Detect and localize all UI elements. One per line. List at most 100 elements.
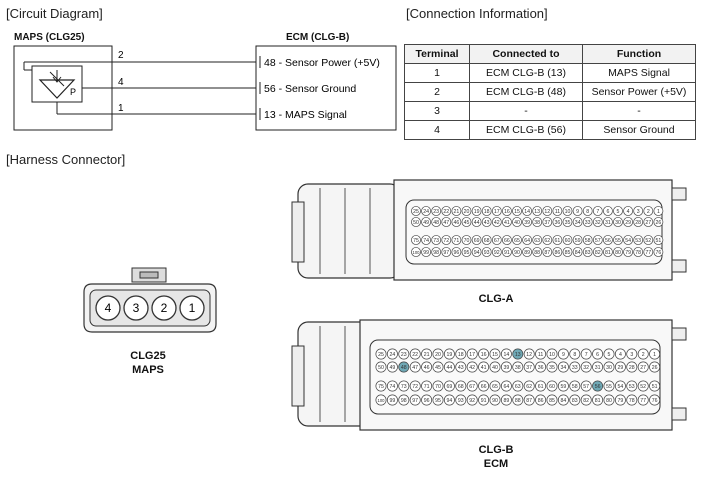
clg-a-pin-3	[633, 206, 644, 216]
clg-b-pin-label: 24	[390, 352, 396, 358]
maps-pin-4	[95, 295, 121, 321]
clg-b-pin-label: 51	[652, 384, 658, 390]
clg-a-pin-label: 20	[464, 209, 470, 215]
clg-a-pin-label: 31	[605, 220, 611, 226]
clg-a-pin-label: 15	[514, 209, 520, 215]
clg-b-pin-label: 63	[515, 384, 521, 390]
clg-b-pin-label: 20	[435, 352, 441, 358]
clg-b-pin-64	[500, 380, 512, 392]
clg-a-pin-label: 21	[454, 209, 460, 215]
clg-a-pin-99	[421, 247, 431, 257]
clg-b-pin-75	[375, 380, 387, 392]
clg-b-pin-67	[466, 380, 478, 392]
clg-b-pin-57	[580, 380, 592, 392]
clg-b-pin-72	[409, 380, 421, 392]
clg-a-pin-86	[552, 247, 563, 257]
clg-b-pin-45	[432, 361, 444, 373]
clg-b-pin-label: 32	[583, 365, 589, 371]
clg-a-pin-17	[491, 206, 502, 216]
clg-a-pin-label: 58	[585, 238, 591, 244]
clg-b-pin-label: 82	[583, 398, 589, 404]
clg-a-pin-label: 34	[575, 220, 581, 226]
clg-a-pin-label: 16	[504, 209, 510, 215]
clg-a-pin-12	[542, 206, 553, 216]
clg-a-pin-2	[643, 206, 654, 216]
clg-b-pin-9	[557, 348, 569, 360]
clg-b-pin-97	[409, 394, 421, 406]
clg-b-pin-20	[432, 348, 444, 360]
clg-a-pin-label: 74	[423, 238, 429, 244]
clg-b-pin-61	[535, 380, 547, 392]
clg-a-pin-label: 33	[585, 220, 591, 226]
clg-b-pin-100	[375, 394, 387, 406]
clg-b-pin-label: 78	[629, 398, 635, 404]
clg-a-pin-label: 73	[433, 238, 439, 244]
clg-b-pin-label: 8	[573, 352, 576, 358]
clg-b-pin-98	[398, 394, 410, 406]
clg-b-pin-24	[386, 348, 398, 360]
clg-b-pin-23	[398, 348, 410, 360]
clg-b-pin-39	[500, 361, 512, 373]
clg-a-pin-27	[643, 217, 654, 227]
clg-a-pin-label: 3	[637, 209, 640, 215]
clg-a-pin-15	[512, 206, 522, 216]
clg-b-pin-label: 37	[526, 365, 532, 371]
clg-a-pin-37	[542, 217, 553, 227]
clg-b-pin-label: 79	[618, 398, 624, 404]
clg-b-pin-94	[443, 394, 455, 406]
clg-b-pin-label: 70	[435, 384, 441, 390]
clg-a-pin-label: 77	[645, 250, 651, 256]
clg-b-pin-label: 17	[469, 352, 475, 358]
clg-a-pin-label: 68	[484, 238, 490, 244]
sensor-letter: P	[70, 87, 76, 97]
clg-a-pin-57	[592, 235, 603, 245]
clg-a-pin-label: 12	[544, 209, 550, 215]
clg-a-pin-label: 35	[565, 220, 571, 226]
clg-b-pin-label: 22	[412, 352, 418, 358]
clg-a-pin-42	[491, 217, 502, 227]
clg-b-pin-label: 66	[481, 384, 487, 390]
clg-a-pin-label: 17	[494, 209, 500, 215]
clg-b-pin-label: 56	[595, 384, 601, 390]
clg-b-pin-47	[409, 361, 421, 373]
clg-b-pin-label: 10	[549, 352, 555, 358]
clg-b-pin-label: 57	[583, 384, 589, 390]
clg-a-pin-9	[572, 206, 583, 216]
clg-b-pin-label: 46	[424, 365, 430, 371]
clg-b-pin-label: 71	[424, 384, 430, 390]
table-row: 4 ECM CLG-B (56) Sensor Ground	[404, 120, 696, 140]
maps-caption-2: MAPS	[132, 364, 164, 376]
clg-b-pin-label: 14	[504, 352, 510, 358]
clg-b-pin-label: 87	[526, 398, 532, 404]
ecm-pin-56: 56 - Sensor Ground	[264, 83, 356, 95]
clg-a-pin-label: 7	[596, 209, 599, 215]
clg-b-pin-19	[443, 348, 455, 360]
clg-a-pin-label: 5	[617, 209, 620, 215]
ecm-title: ECM (CLG-B)	[286, 32, 350, 43]
clg-b-pin-label: 18	[458, 352, 464, 358]
clg-b-pin-label: 54	[618, 384, 624, 390]
clg-b-pin-88	[512, 394, 524, 406]
clg-b-pin-label: 92	[469, 398, 475, 404]
clg-b-pin-label: 97	[412, 398, 418, 404]
maps-pin-3	[123, 295, 149, 321]
clg-a-pin-41	[502, 217, 512, 227]
clg-a-pin-22	[441, 206, 452, 216]
clg-b-pin-label: 62	[526, 384, 532, 390]
clg-a-pin-label: 9	[576, 209, 579, 215]
clg-a-pin-label: 64	[524, 238, 530, 244]
clg-a-pin-85	[562, 247, 573, 257]
clg-b-pin-label: 3	[630, 352, 633, 358]
clg-b-pin-label: 91	[481, 398, 487, 404]
clg-b-pin-63	[512, 380, 524, 392]
clg-a-pin-52	[643, 235, 654, 245]
clg-a-pin-40	[512, 217, 522, 227]
clg-a-pin-71	[451, 235, 462, 245]
clg-a-pin-100	[411, 247, 421, 257]
clg-b-pin-label: 67	[469, 384, 475, 390]
clg-b-pin-28	[626, 361, 638, 373]
clg-a-pin-label: 81	[605, 250, 611, 256]
clg-a-pin-label: 57	[595, 238, 601, 244]
clg-a-caption: CLG-A	[478, 293, 514, 305]
